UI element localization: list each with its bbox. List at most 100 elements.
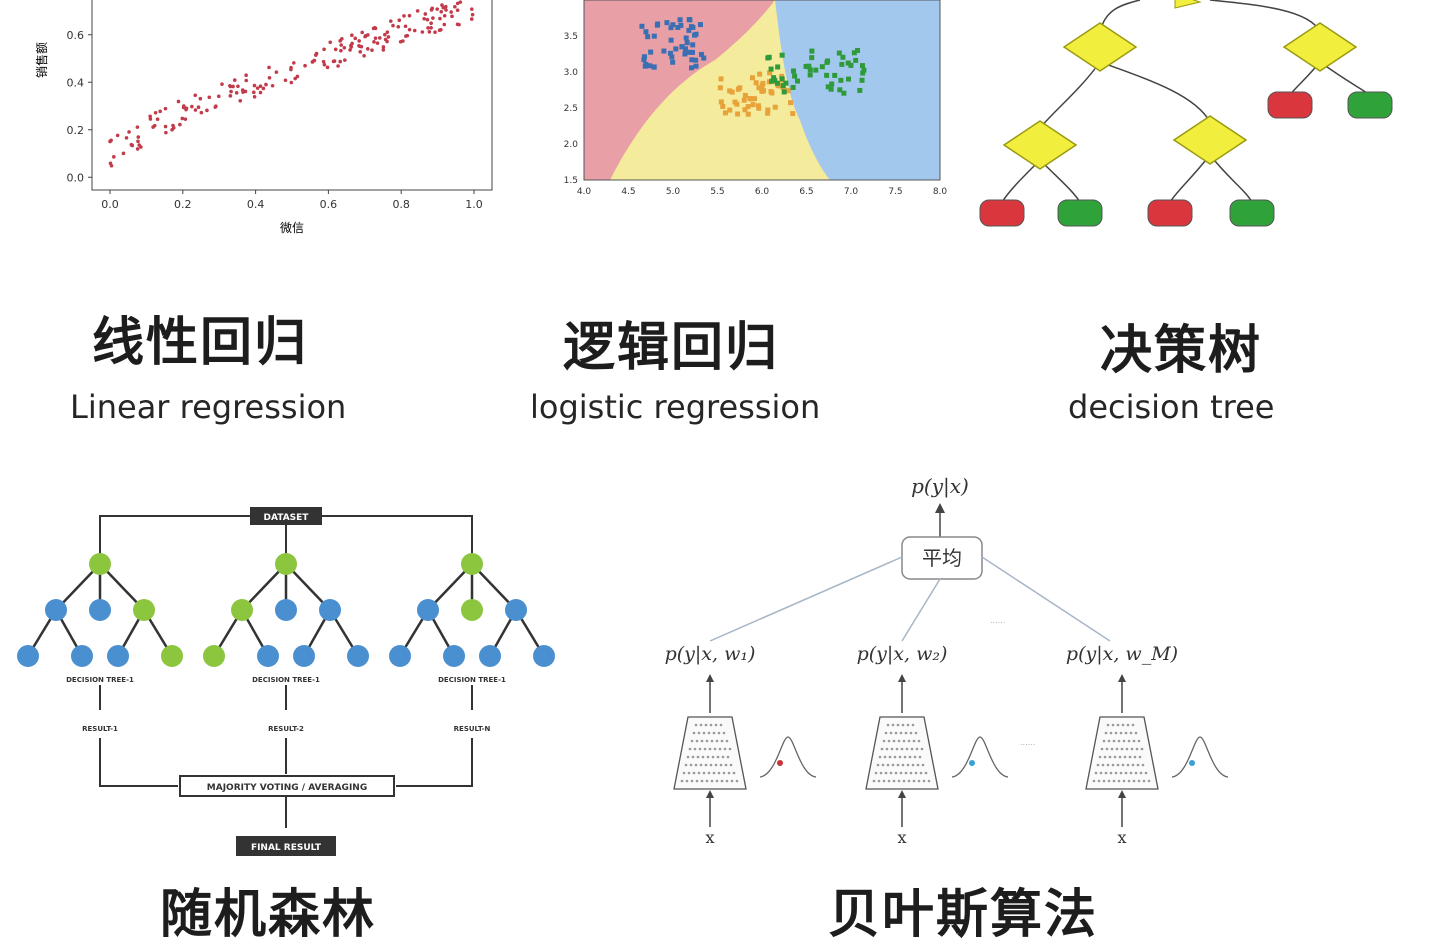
data-point [193,93,198,98]
neuron [1125,747,1129,751]
data-point [375,41,380,45]
neuron [1137,739,1141,743]
data-point [190,104,194,109]
data-point [338,59,342,64]
data-point [722,110,728,116]
tree-node [107,645,129,667]
data-point [303,63,307,68]
data-point [115,133,120,138]
y-tick-label: 2.5 [564,104,578,114]
data-point [407,27,412,32]
y-tick-label: 3.5 [564,32,578,42]
neuron [1104,731,1108,735]
neuron [906,723,910,727]
neuron [694,723,698,727]
model-output-label: p(y|x, w₁) [665,643,756,665]
decision-tree-diagram [979,0,1393,227]
data-point [322,47,326,52]
neuron [909,771,913,775]
neuron [1112,779,1116,783]
data-point [350,41,354,46]
data-point [645,34,651,40]
neuron [902,739,906,743]
data-point [839,61,845,67]
neuron [699,723,703,727]
neuron [916,763,920,767]
neuron [700,739,704,743]
neuron [697,731,701,735]
data-point [426,26,430,30]
data-point [765,110,771,116]
data-point [373,36,378,40]
dataset-box [250,507,322,525]
neuron [1108,755,1112,759]
neuron [695,739,699,743]
neuron [912,739,916,743]
data-point [381,45,386,49]
data-point [148,117,153,121]
neuron [680,779,684,783]
neuron [706,755,710,759]
data-point [841,90,847,96]
neuron [729,763,733,767]
neuron [908,755,912,759]
neuron [872,779,876,783]
data-point [450,14,454,19]
neuron [887,779,891,783]
data-point [228,84,233,89]
data-point [171,126,176,130]
neuron [686,755,690,759]
data-point [412,28,417,33]
average-box [901,536,983,580]
data-point [438,16,442,21]
data-point [670,22,676,28]
data-point [153,110,158,115]
data-point [651,33,657,39]
neuron [722,731,726,735]
data-point [437,28,442,33]
neuron [713,747,717,751]
data-point [236,84,240,89]
data-point [648,49,654,55]
neuron [907,739,911,743]
neuron [893,755,897,759]
data-point [372,25,377,30]
data-point [688,65,694,71]
bayes-title-zh: 贝叶斯算法 [828,885,1099,945]
neuron [688,747,692,751]
data-point [643,61,649,67]
dataset-connectors [99,515,473,554]
data-point [642,54,648,60]
neuron [1114,731,1118,735]
neuron [894,771,898,775]
data-point [342,45,347,50]
data-point [336,64,340,68]
linear-regression-title-zh: 线性回归 [92,313,309,373]
data-point [220,82,224,86]
data-point [783,80,789,86]
data-point [244,78,249,83]
data-point [155,117,160,122]
data-point [840,54,846,60]
data-point [267,65,271,70]
neuron [1103,755,1107,759]
neuron [922,779,926,783]
neuron [1129,771,1133,775]
data-point [136,139,140,144]
data-point [668,37,674,43]
posterior-curve [759,736,817,778]
data-point [135,147,140,151]
data-point [717,85,723,91]
tree-node [293,645,315,667]
decision-node [1172,115,1248,165]
neuron [707,731,711,735]
data-point [427,30,432,34]
linear-regression-title-en: Linear regression [70,388,347,426]
data-point [151,125,155,129]
data-point [667,50,673,56]
neuron [919,771,923,775]
x-tick-label: 6.5 [799,187,813,197]
tree-node [257,645,279,667]
data-point [670,59,676,65]
